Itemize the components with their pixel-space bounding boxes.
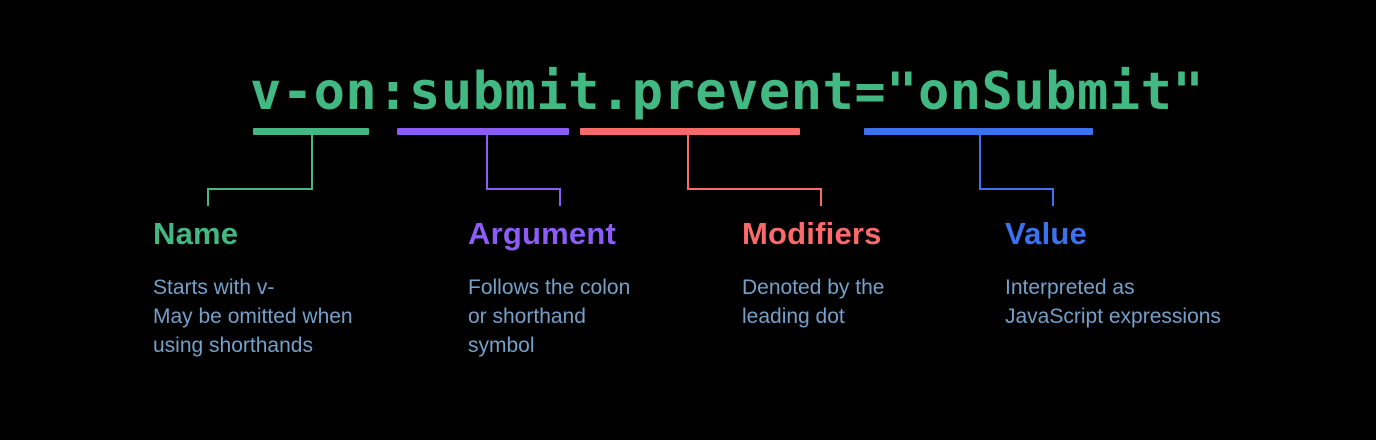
connector-stub-name: [207, 188, 209, 206]
legend-description-argument: Follows the colon or shorthand symbol: [468, 276, 631, 357]
connector-drop-modifiers: [687, 135, 689, 190]
legend-description-modifiers: Denoted by the leading dot: [742, 276, 885, 328]
connector-drop-name: [311, 135, 313, 190]
legend-title-value: Value: [1005, 216, 1087, 251]
legend-title-argument: Argument: [468, 216, 616, 251]
underline-bar-value: [864, 128, 1093, 135]
connector-stub-argument: [559, 188, 561, 206]
legend-title-modifiers: Modifiers: [742, 216, 882, 251]
connector-run-value: [979, 188, 1054, 190]
legend-title-name: Name: [153, 216, 239, 251]
underline-bar-modifiers: [580, 128, 800, 135]
legend-description-value: Interpreted as JavaScript expressions: [1005, 276, 1221, 328]
connector-run-modifiers: [687, 188, 822, 190]
legend-description-name: Starts with v- May be omitted when using…: [153, 276, 353, 357]
connector-stub-modifiers: [820, 188, 822, 206]
underline-bar-argument: [397, 128, 569, 135]
connector-run-argument: [486, 188, 561, 190]
connector-drop-value: [979, 135, 981, 190]
connector-drop-argument: [486, 135, 488, 190]
code-expression: v-on:submit.prevent="onSubmit": [250, 62, 1205, 122]
underline-bar-name: [253, 128, 369, 135]
connector-stub-value: [1052, 188, 1054, 206]
connector-run-name: [207, 188, 313, 190]
